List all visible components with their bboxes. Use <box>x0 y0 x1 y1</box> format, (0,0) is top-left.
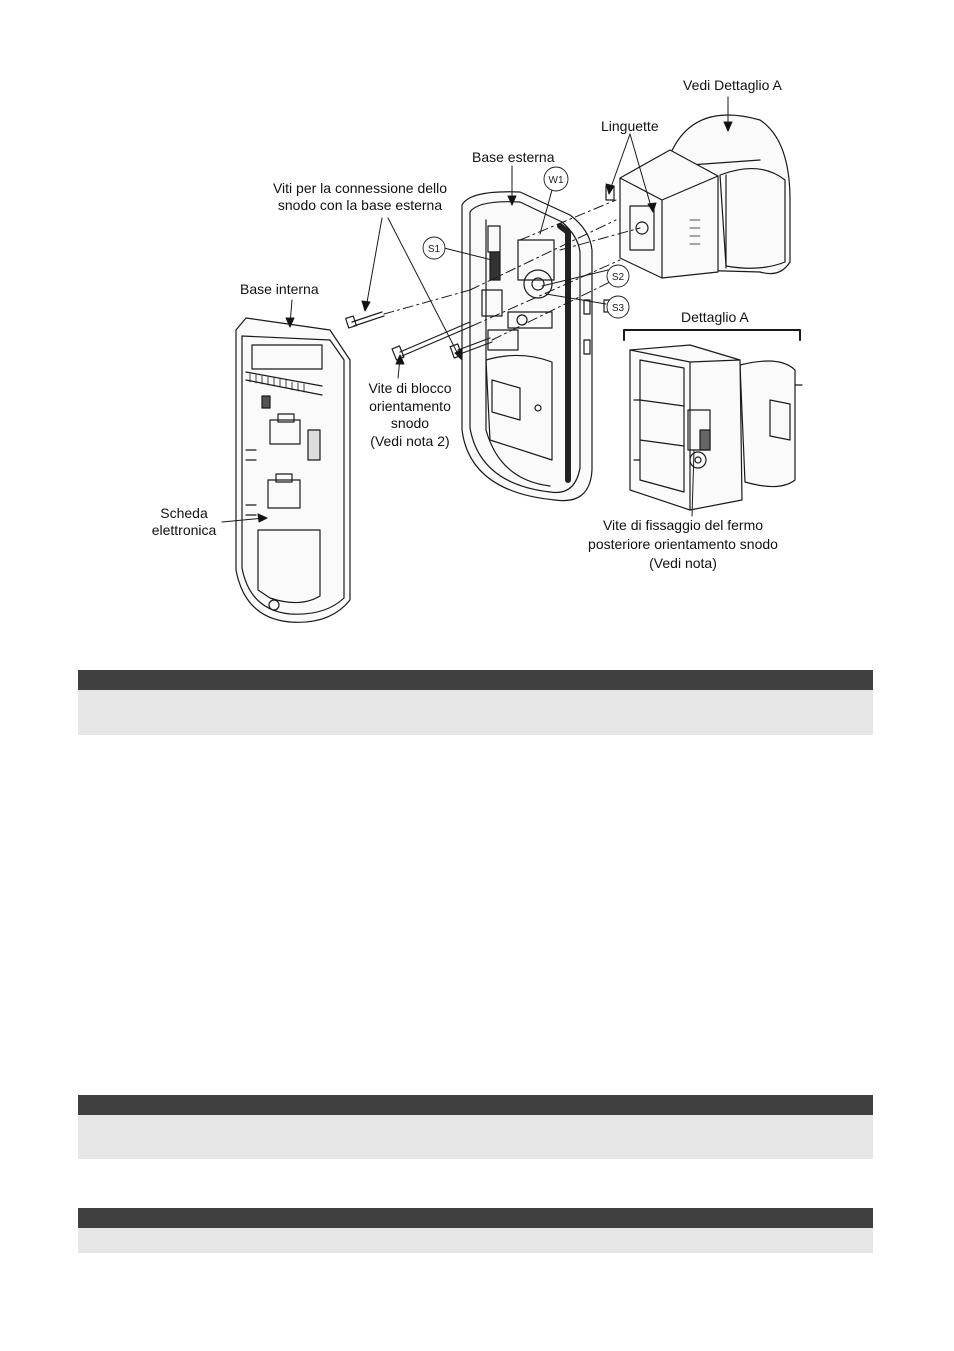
label-viti-connessione-line1: Viti per la connessione dello <box>272 180 448 196</box>
label-linguette: Linguette <box>601 118 659 134</box>
label-vite-fissaggio-line1: Vite di fissaggio del fermo <box>602 517 764 533</box>
callout-s3 <box>606 295 630 319</box>
exploded-assembly-diagram: W1 S1 S2 S3 Vedi Dettaglio A Linguette B… <box>0 0 954 660</box>
label-base-esterna: Base esterna <box>472 149 555 165</box>
section-3-header-bar <box>78 1208 873 1228</box>
label-scheda-line1: Scheda <box>160 505 208 521</box>
diagram-drawing: W1 S1 S2 S3 <box>221 96 803 623</box>
screws-drawing <box>345 311 493 361</box>
detail-a-drawing <box>623 329 803 511</box>
assembly-lines <box>383 199 641 341</box>
label-vite-fissaggio: Vite di fissaggio del fermo posteriore o… <box>578 516 788 573</box>
section-1-header-bar <box>78 670 873 690</box>
leader-lines <box>221 96 733 523</box>
label-vedi-dettaglio-a: Vedi Dettaglio A <box>683 77 782 93</box>
label-vite-blocco: Vite di blocco orientamento snodo (Vedi … <box>360 380 460 450</box>
callout-w1 <box>543 166 569 192</box>
label-dettaglio-a: Dettaglio A <box>681 309 749 325</box>
label-vite-blocco-line3: snodo <box>390 415 430 431</box>
label-vite-fissaggio-line2: posteriore orientamento snodo <box>588 536 778 552</box>
callout-s3-text: S3 <box>612 303 625 314</box>
label-vite-blocco-line4: (Vedi nota 2) <box>370 432 450 449</box>
label-scheda-line2: elettronica <box>151 522 217 538</box>
label-base-interna: Base interna <box>240 281 319 297</box>
swivel-drawing <box>603 114 791 313</box>
section-2-panel <box>78 1115 873 1159</box>
callout-w1-text: W1 <box>549 175 564 186</box>
label-vite-blocco-line2: orientamento <box>369 397 451 414</box>
section-3-panel <box>78 1228 873 1253</box>
label-vite-blocco-line1: Vite di blocco <box>368 380 452 396</box>
callout-s1-text: S1 <box>428 244 441 255</box>
label-vite-fissaggio-line3: (Vedi nota) <box>649 555 717 571</box>
callout-s1 <box>422 236 446 260</box>
callout-s2 <box>606 264 630 288</box>
section-band-1 <box>78 670 873 735</box>
section-band-3 <box>78 1208 873 1253</box>
callout-circles <box>422 166 630 319</box>
label-viti-connessione-line2: snodo con la base esterna <box>277 197 443 213</box>
section-2-header-bar <box>78 1095 873 1115</box>
inner-base-drawing <box>235 317 351 623</box>
section-band-2 <box>78 1095 873 1159</box>
section-1-panel <box>78 690 873 735</box>
outer-base-drawing <box>461 191 593 502</box>
label-viti-connessione: Viti per la connessione dello snodo con … <box>255 180 465 214</box>
label-scheda-elettronica: Scheda elettronica <box>142 505 226 539</box>
callout-s2-text: S2 <box>612 272 625 283</box>
